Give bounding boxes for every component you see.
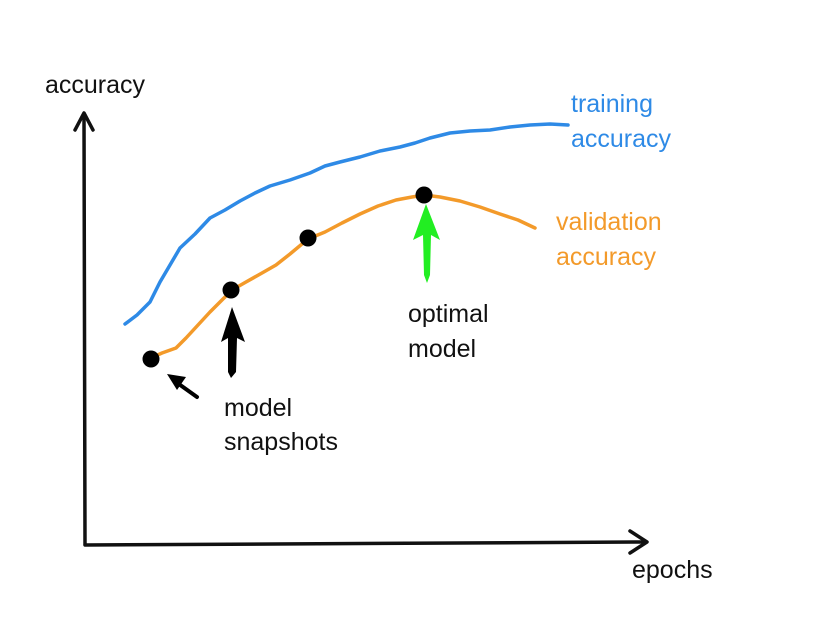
training-accuracy-curve xyxy=(123,122,570,326)
x-axis-label: epochs xyxy=(632,556,713,584)
y-axis xyxy=(82,114,87,546)
snapshot-marker-2 xyxy=(222,281,240,299)
y-axis-label: accuracy xyxy=(45,71,146,99)
y-axis-arrowhead xyxy=(73,111,95,132)
snapshots-label-line-2: snapshots xyxy=(224,428,338,456)
snapshots-label-line-1: model xyxy=(224,394,293,422)
optimal-arrow xyxy=(413,204,440,283)
axes xyxy=(73,111,649,555)
optimal-label-line-2: model xyxy=(408,335,477,363)
training-label-line-1: training xyxy=(571,90,653,118)
snapshot-arrow-large xyxy=(221,307,245,378)
validation-label-line-2: accuracy xyxy=(556,243,657,271)
x-axis xyxy=(83,540,647,547)
snapshot-marker-3 xyxy=(299,229,317,247)
validation-accuracy-curve xyxy=(149,193,537,360)
snapshot-arrow-small-head xyxy=(167,374,186,390)
x-axis-arrowhead xyxy=(628,529,649,555)
optimal-label-line-1: optimal xyxy=(408,300,489,328)
validation-label-line-1: validation xyxy=(556,208,662,236)
training-label-line-2: accuracy xyxy=(571,125,672,153)
snapshot-marker-1 xyxy=(142,350,160,368)
snapshot-marker-optimal xyxy=(415,186,433,204)
